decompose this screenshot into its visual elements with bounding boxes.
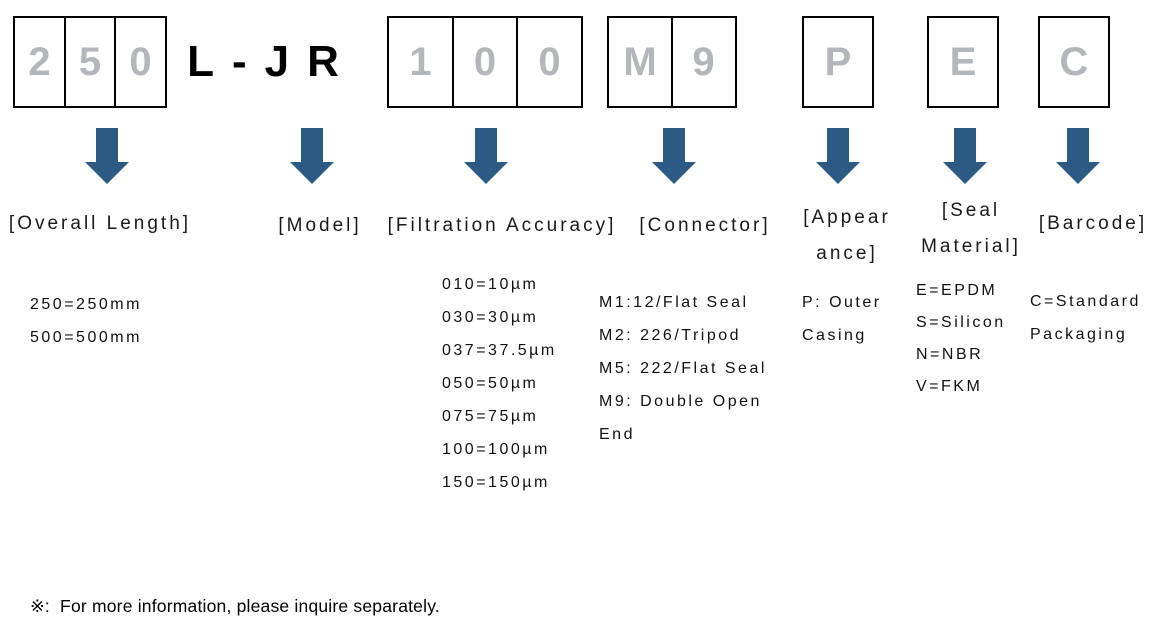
model-code-text: L-JR xyxy=(187,37,357,86)
column-label-line: [Filtration Accuracy] xyxy=(387,215,617,236)
code-char-cell: M xyxy=(607,16,673,108)
down-arrow-icon xyxy=(816,128,860,184)
column-label-line: [Model] xyxy=(278,215,362,236)
option-line: E=EPDM xyxy=(916,282,998,299)
code-segment-appearance: P xyxy=(802,16,874,108)
option-line: V=FKM xyxy=(916,378,983,395)
column-label-barcode: [Barcode] xyxy=(1030,206,1155,242)
option-line: M2: 226/Tripod xyxy=(599,327,742,344)
column-label-line: Material] xyxy=(921,236,1021,257)
column-label-filtration-accuracy: [Filtration Accuracy] xyxy=(374,208,630,244)
option-line: 075=75µm xyxy=(442,408,539,425)
code-char-cell: 0 xyxy=(516,16,583,108)
column-options-filtration-accuracy: 010=10µm 030=30µm 037=37.5µm 050=50µm 075=75… xyxy=(442,268,557,499)
column-options-overall-length: 250=250mm 500=500mm xyxy=(30,288,142,354)
option-line: Packaging xyxy=(1030,326,1128,343)
code-char-cell: 2 xyxy=(13,16,66,108)
column-label-appearance: [Appear ance] xyxy=(790,200,904,272)
option-line: End xyxy=(599,426,635,443)
column-label-line: [Overall Length] xyxy=(8,213,192,234)
column-label-line: [Barcode] xyxy=(1038,213,1148,234)
option-line: S=Silicon xyxy=(916,314,1006,331)
code-char-cell: 0 xyxy=(114,16,167,108)
code-segment-seal-material: E xyxy=(927,16,999,108)
option-line: 100=100µm xyxy=(442,441,550,458)
footnote: ※: For more information, please inquire … xyxy=(30,596,440,616)
down-arrow-icon xyxy=(652,128,696,184)
column-label-overall-length: [Overall Length] xyxy=(2,206,198,242)
column-label-connector: [Connector] xyxy=(632,208,778,244)
code-char-cell: 0 xyxy=(451,16,519,108)
option-line: 037=37.5µm xyxy=(442,342,557,359)
down-arrow-icon xyxy=(290,128,334,184)
code-char-cell: C xyxy=(1038,16,1110,108)
option-line: 010=10µm xyxy=(442,276,539,293)
column-label-line: [Seal xyxy=(941,200,1001,221)
option-line: N=NBR xyxy=(916,346,984,363)
option-line: 150=150µm xyxy=(442,474,550,491)
option-line: C=Standard xyxy=(1030,293,1141,310)
down-arrow-icon xyxy=(464,128,508,184)
option-line: 500=500mm xyxy=(30,329,142,346)
option-line: 030=30µm xyxy=(442,309,539,326)
column-label-line: [Connector] xyxy=(639,215,771,236)
column-label-line: [Appear xyxy=(803,207,891,228)
option-line: M5: 222/Flat Seal xyxy=(599,360,767,377)
down-arrow-icon xyxy=(943,128,987,184)
code-segment-barcode: C xyxy=(1038,16,1110,108)
code-char-cell: P xyxy=(802,16,874,108)
option-line: M9: Double Open xyxy=(599,393,762,410)
down-arrow-icon xyxy=(1056,128,1100,184)
option-line: 250=250mm xyxy=(30,296,142,313)
column-label-model: [Model] xyxy=(268,208,372,244)
down-arrow-icon xyxy=(85,128,129,184)
option-line: 050=50µm xyxy=(442,375,539,392)
code-char-cell: E xyxy=(927,16,999,108)
code-char-cell: 1 xyxy=(387,16,454,108)
column-label-line: ance] xyxy=(816,243,878,264)
option-line: P: Outer xyxy=(802,294,882,311)
code-char-cell: 5 xyxy=(63,16,117,108)
option-line: M1:12/Flat Seal xyxy=(599,294,749,311)
code-char-cell: 9 xyxy=(670,16,737,108)
option-line: Casing xyxy=(802,327,867,344)
code-segment-model: L-JR xyxy=(166,16,364,108)
